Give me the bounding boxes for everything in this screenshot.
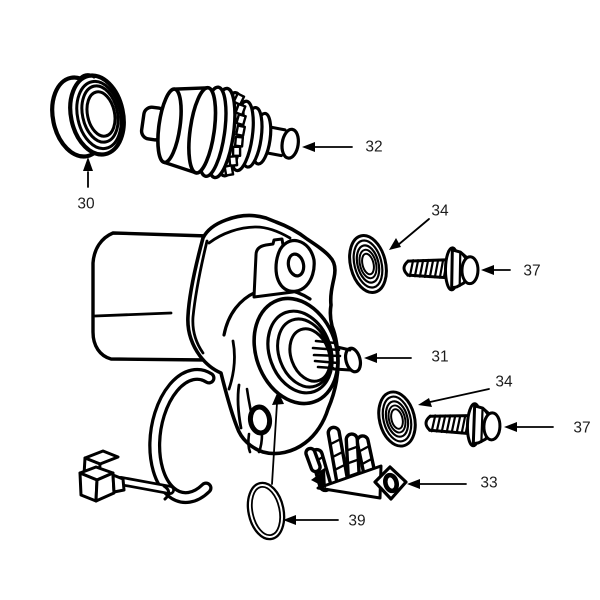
callout-label-34-upper: 34 — [431, 202, 449, 220]
housing-eyelet — [247, 404, 273, 436]
terminal-bracket-33-drawing — [304, 425, 408, 501]
washer-34-upper-drawing — [342, 230, 394, 298]
callout-label-39: 39 — [348, 512, 366, 530]
o-ring-39-drawing — [246, 481, 286, 541]
bolt-37-upper-drawing — [402, 245, 480, 292]
spline-teeth — [311, 339, 342, 370]
bolt-37-lower-drawing — [423, 400, 503, 449]
callout-label-30: 30 — [77, 195, 95, 213]
callout-label-34-lower: 34 — [495, 373, 513, 391]
motor-assembly-drawing — [78, 213, 363, 505]
motor-can — [91, 231, 210, 362]
callout-label-33: 33 — [480, 474, 498, 492]
callout-label-37-lower: 37 — [573, 419, 591, 437]
output-shaft-31-drawing — [252, 296, 363, 406]
gear-teeth — [223, 92, 247, 177]
callout-label-32: 32 — [365, 138, 383, 156]
drive-clutch-32-drawing — [139, 85, 300, 180]
callout-leaders — [83, 142, 554, 525]
loop-bracket — [148, 367, 216, 505]
callout-label-37-upper: 37 — [523, 262, 541, 280]
callout-label-31: 31 — [431, 348, 449, 366]
ear-hole — [286, 252, 306, 278]
mount-ring-30-drawing — [50, 73, 126, 159]
washer-34-lower-drawing — [371, 386, 423, 452]
wire-connector — [78, 449, 175, 503]
